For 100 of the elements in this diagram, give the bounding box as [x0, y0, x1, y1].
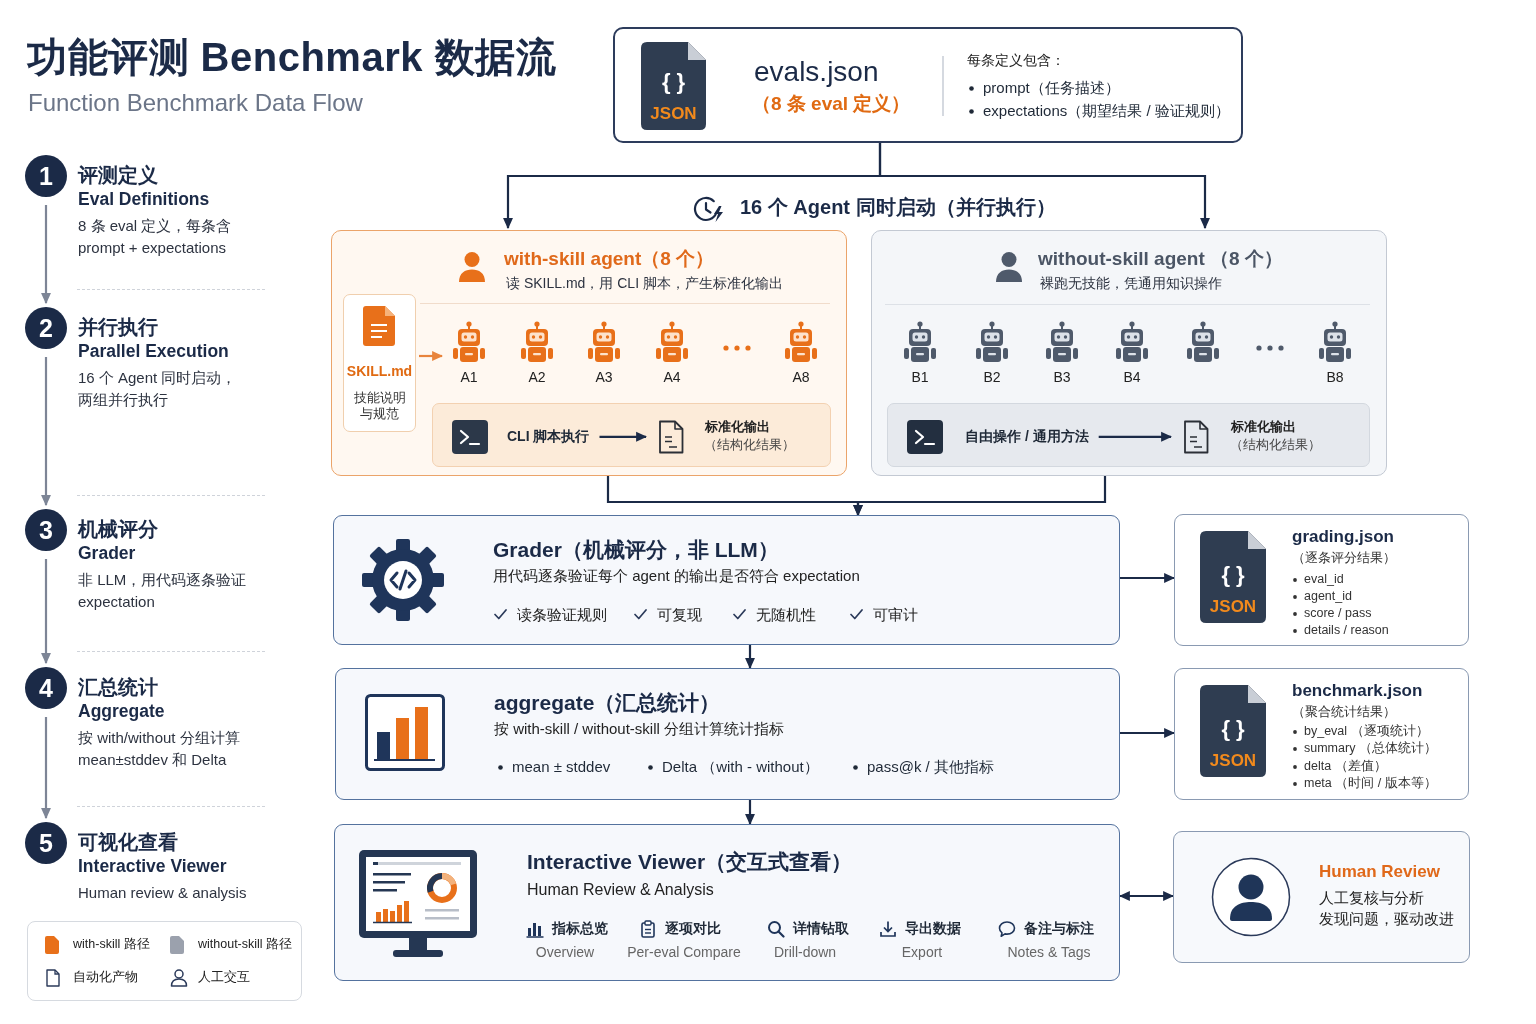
list-item: delta （差值）: [1304, 759, 1387, 775]
file-name: grading.json: [1292, 526, 1394, 548]
card-text: 人工复核与分析: [1319, 889, 1424, 908]
step-subtitle: Aggregate: [78, 701, 165, 723]
step-description: Human review & analysis: [78, 883, 248, 903]
list-item: details / reason: [1304, 623, 1389, 639]
action-label: 自由操作 / 通用方法: [965, 428, 1089, 446]
list-item: meta （时间 / 版本等）: [1304, 776, 1437, 792]
arrow: [599, 431, 648, 442]
arrow: [1098, 431, 1173, 442]
step-subtitle: Grader: [78, 543, 136, 565]
list-heading: 每条定义包含：: [967, 52, 1065, 70]
step-number-circle: 4: [25, 667, 67, 709]
file-card: [1174, 514, 1469, 646]
list-item: by_eval （逐项统计）: [1304, 724, 1429, 740]
review-card: [1173, 831, 1470, 963]
box-description: Human Review & Analysis: [527, 880, 714, 900]
step-number-circle: 5: [25, 822, 67, 864]
file-note: （逐条评分结果）: [1292, 550, 1396, 566]
step-title: 汇总统计: [78, 674, 158, 700]
brace-symbol: { }: [1221, 561, 1245, 589]
file-type-label: JSON: [650, 103, 697, 125]
check-item: 可复现: [657, 606, 702, 625]
robot-icon: [653, 321, 691, 363]
step-subtitle: Eval Definitions: [78, 189, 210, 211]
step-description: 非 LLM，用代码逐条验证 expectation: [78, 570, 248, 612]
agent-group-panel: [871, 230, 1387, 476]
file-name: benchmark.json: [1292, 680, 1423, 702]
file-card: [613, 27, 1243, 143]
arrow: [41, 717, 51, 820]
step-description: 8 条 eval 定义，每条含 prompt + expectations: [78, 216, 233, 258]
group-title: without-skill agent （8 个）: [1038, 247, 1283, 271]
legend-label: without-skill 路径: [198, 937, 293, 953]
arrow: [853, 476, 1107, 517]
check-item: 可审计: [873, 606, 918, 625]
file-note: （聚合统计结果）: [1292, 704, 1396, 720]
arrow: [745, 645, 755, 670]
agent-label: B3: [1053, 369, 1071, 387]
output-title: 标准化输出: [705, 419, 770, 435]
robot-icon: [901, 321, 939, 363]
step-subtitle: Interactive Viewer: [78, 856, 227, 878]
robot-icon: [1043, 321, 1081, 363]
step-title: 可视化查看: [78, 829, 178, 855]
file-type-label: JSON: [1209, 596, 1257, 618]
robot-icon: [1113, 321, 1151, 363]
step-number-circle: 3: [25, 509, 67, 551]
step-title: 评测定义: [78, 162, 158, 188]
list-item: pass@k / 其他指标: [867, 758, 994, 777]
step-description: 16 个 Agent 同时启动，两组并行执行: [78, 368, 238, 410]
agent-label: B8: [1326, 369, 1344, 387]
file-name: evals.json: [754, 55, 879, 89]
list-item: score / pass: [1304, 606, 1372, 622]
output-note: （结构化结果）: [1230, 437, 1321, 453]
agent-label: B4: [1123, 369, 1141, 387]
box-title: Interactive Viewer（交互式查看）: [527, 849, 853, 875]
process-box: [333, 515, 1120, 645]
agent-label: A1: [460, 369, 478, 387]
step-number-circle: 1: [25, 155, 67, 197]
legend-label: 自动化产物: [73, 970, 138, 986]
feature-caption: Per-eval Compare: [627, 944, 741, 962]
list-item: prompt（任务描述）: [983, 79, 1120, 98]
legend-label: 人工交互: [198, 970, 250, 986]
title: 功能评测 Benchmark 数据流: [27, 34, 557, 81]
step-number-circle: 2: [25, 307, 67, 349]
robot-icon: [782, 321, 820, 363]
step-description: 按 with/without 分组计算 mean±stddev 和 Delta: [78, 728, 241, 770]
subtitle: Function Benchmark Data Flow: [28, 88, 363, 118]
list-item: Delta （with - without）: [662, 758, 819, 777]
list-item: agent_id: [1304, 589, 1352, 605]
feature-label: 备注与标注: [1024, 921, 1094, 938]
card-text: 发现问题，驱动改进: [1319, 910, 1454, 929]
group-subtitle: 裸跑无技能，凭通用知识操作: [1040, 275, 1222, 293]
check-item: 无随机性: [756, 606, 816, 625]
process-box: [335, 668, 1120, 800]
feature-caption: Export: [901, 944, 943, 962]
process-band: [432, 403, 831, 467]
agent-group-panel: [331, 230, 847, 476]
agent-label: B2: [983, 369, 1001, 387]
feature-label: 详情钻取: [793, 921, 849, 938]
feature-label: 指标总览: [552, 921, 608, 938]
feature-label: 逐项对比: [665, 921, 721, 938]
output-title: 标准化输出: [1231, 419, 1296, 435]
agent-label: A2: [528, 369, 546, 387]
box-title: Grader（机械评分，非 LLM）: [493, 537, 779, 563]
card-title: Human Review: [1319, 861, 1440, 883]
box-description: 用代码逐条验证每个 agent 的输出是否符合 expectation: [493, 567, 860, 586]
feature-caption: Notes & Tags: [1007, 944, 1091, 962]
arrow: [41, 559, 51, 665]
robot-icon: [450, 321, 488, 363]
arrow: [41, 357, 51, 507]
action-label: CLI 脚本执行: [507, 428, 590, 446]
file-card: [343, 294, 416, 432]
robot-icon: [973, 321, 1011, 363]
agent-label: A8: [792, 369, 810, 387]
process-band: [887, 403, 1370, 467]
list-item: mean ± stddev: [512, 758, 611, 777]
flow-label: 16 个 Agent 同时启动（并行执行）: [740, 195, 1056, 220]
arrow: [1120, 573, 1176, 583]
brace-symbol: { }: [661, 68, 686, 96]
brace-symbol: { }: [1221, 715, 1245, 743]
